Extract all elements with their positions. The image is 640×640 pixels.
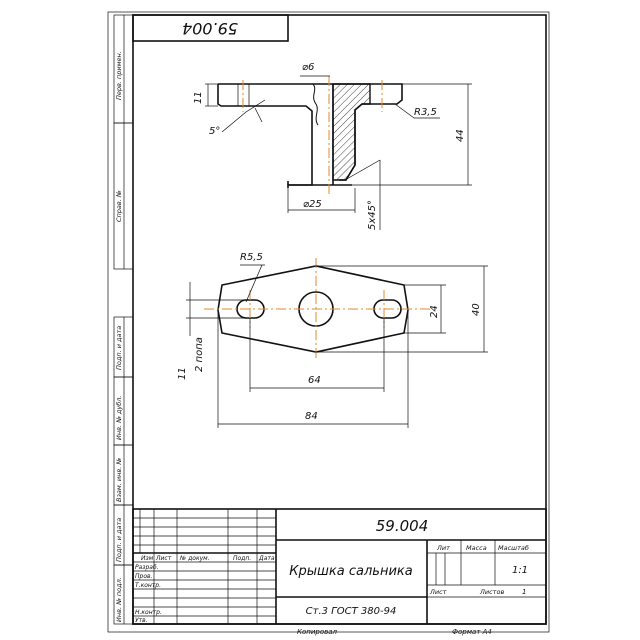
strip-podp-data-1: Подп. и дата xyxy=(115,326,123,370)
tb-col-izm: Изм xyxy=(141,555,154,562)
tb-part-name: Крышка сальника xyxy=(289,564,412,579)
dim-h44: 44 xyxy=(455,129,466,142)
dim-chamfer: 5х45° xyxy=(367,200,378,230)
strip-sprav-no: Справ. № xyxy=(115,190,123,222)
outer-frame xyxy=(107,11,550,633)
dim-r55: R5,5 xyxy=(240,252,263,263)
dim-r35: R3,5 xyxy=(414,107,437,118)
tb-n-kontr: Н.контр. xyxy=(135,609,162,616)
strip-vzam-inv: Взам. инв. № xyxy=(115,458,123,502)
dim-d25: ⌀25 xyxy=(303,199,322,210)
section-hatch xyxy=(332,83,371,181)
dim-h11: 11 xyxy=(193,91,204,104)
tb-material: Ст.3 ГОСТ 380-94 xyxy=(306,606,397,617)
title-block: Изм Лист № докум. Подп. Дата Разраб. Про… xyxy=(132,508,547,625)
dim-d6: ⌀6 xyxy=(302,62,314,73)
tb-col-list: Лист xyxy=(155,555,172,562)
tb-masshtab: Масштаб xyxy=(498,544,529,552)
plan-view: R5,5 24 40 11 2 попа 64 84 xyxy=(177,252,488,428)
tb-prov: Пров. xyxy=(135,573,153,580)
dim-angle5: 5° xyxy=(209,126,220,137)
tb-lit: Лит xyxy=(436,544,450,552)
top-stamp: 59.004 xyxy=(132,14,289,42)
dim-w64: 64 xyxy=(308,375,321,386)
tb-t-kontr: Т.контр. xyxy=(135,582,161,589)
top-stamp-number: 59.004 xyxy=(182,19,238,38)
strip-podp-data-2: Подп. и дата xyxy=(115,518,123,562)
tb-drawing-number: 59.004 xyxy=(376,517,429,535)
tb-utv: Утв. xyxy=(135,617,148,624)
tb-razrab: Разраб. xyxy=(135,564,159,571)
strip-perv-primen: Перв. примен. xyxy=(115,51,123,100)
tb-listov: Листов xyxy=(479,588,504,596)
tb-col-data: Дата xyxy=(258,555,275,562)
dim-w84: 84 xyxy=(305,411,318,422)
dim-h40: 40 xyxy=(471,303,482,316)
dim-holes11: 11 xyxy=(177,367,188,380)
dim-holes2: 2 попа xyxy=(194,337,205,372)
left-strip: Перв. примен. Справ. № Подп. и дата Инв.… xyxy=(113,14,134,625)
tb-listov-value: 1 xyxy=(522,588,526,596)
section-view: ⌀6 11 5° R3,5 44 ⌀25 5х45° xyxy=(193,62,472,230)
dim-h24: 24 xyxy=(429,305,440,318)
tb-col-podp: Подп. xyxy=(233,555,251,562)
tb-scale-value: 1:1 xyxy=(512,565,528,576)
tb-col-doc: № докум. xyxy=(179,555,210,562)
tb-massa: Масса xyxy=(466,544,487,552)
strip-inv-dubl: Инв. № дубл. xyxy=(115,396,123,440)
footer-copied: Копировал xyxy=(297,628,338,636)
strip-inv-podl: Инв. № подл. xyxy=(115,577,123,622)
footer-format: Формат А4 xyxy=(452,628,492,636)
tb-list: Лист xyxy=(429,588,447,596)
